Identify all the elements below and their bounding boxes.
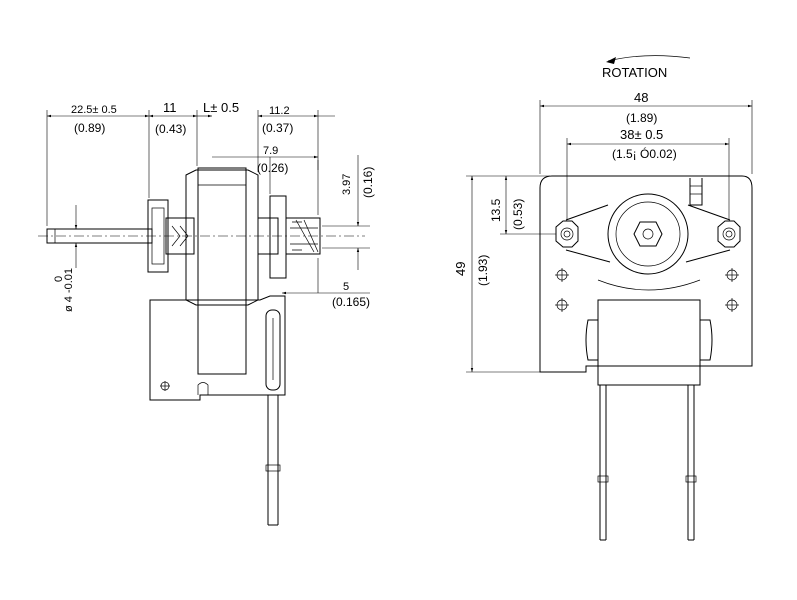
rotor-housing xyxy=(607,193,689,275)
dim-7-9-in: (0.26) xyxy=(257,161,288,175)
dim-shaft-length: 22.5± 0.5 xyxy=(71,104,117,116)
shaft-nut xyxy=(633,221,663,247)
mount-plate xyxy=(149,295,286,401)
rotation-label: ROTATION xyxy=(602,65,667,80)
dim-11-in: (0.43) xyxy=(155,122,186,136)
dim-3-97-in: (0.16) xyxy=(361,167,375,198)
terminal xyxy=(265,309,281,391)
dim-shaft-length-in: (0.89) xyxy=(74,121,105,135)
dim-shaft-diameter: ø 4 -0.01 xyxy=(63,268,75,312)
front-view: ROTATION xyxy=(453,55,753,541)
dim-5-in: (0.165) xyxy=(332,295,370,309)
dim-11-2-in: (0.37) xyxy=(262,121,293,135)
dim-11-2: 11.2 xyxy=(269,105,290,117)
left-screw xyxy=(555,220,579,248)
coil xyxy=(197,167,247,375)
rotation-arrow xyxy=(607,55,691,62)
dim-49: 49 xyxy=(453,262,468,276)
dim-38-in: (1.5¡ Ó0.02) xyxy=(612,146,677,161)
dim-5: 5 xyxy=(343,281,349,293)
front-bracket xyxy=(539,175,753,373)
front-coil xyxy=(597,299,701,386)
dim-3-97: 3.97 xyxy=(341,174,353,195)
right-screw xyxy=(717,220,741,248)
dim-11: 11 xyxy=(163,100,177,115)
dim-38: 38± 0.5 xyxy=(620,127,663,142)
side-view: 22.5± 0.5 (0.89) 11 (0.43) L± 0.5 11.2 (… xyxy=(38,100,375,526)
dim-L: L± 0.5 xyxy=(203,100,239,115)
dim-48-in: (1.89) xyxy=(626,111,657,125)
dim-48: 48 xyxy=(634,90,648,105)
dim-13-5: 13.5 xyxy=(489,198,503,222)
dim-7-9: 7.9 xyxy=(263,145,278,157)
dim-13-5-in: (0.53) xyxy=(511,199,525,230)
dim-shaft-tol: 0 xyxy=(53,276,65,282)
dim-49-in: (1.93) xyxy=(476,255,490,286)
stator-frame xyxy=(185,169,259,306)
